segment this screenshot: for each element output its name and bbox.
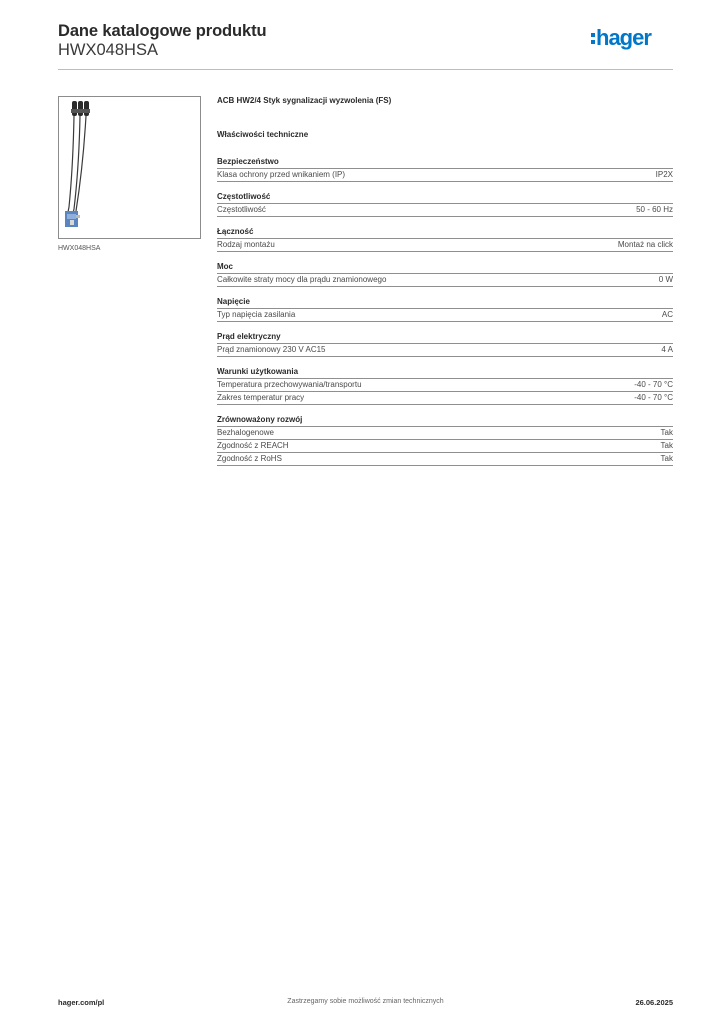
spec-row: Typ napięcia zasilania AC bbox=[217, 308, 673, 322]
page-footer: hager.com/pl Zastrzegamy sobie możliwość… bbox=[58, 998, 673, 1010]
spec-value: IP2X bbox=[655, 170, 673, 179]
spec-label: Częstotliwość bbox=[217, 205, 266, 214]
spec-label: Zakres temperatur pracy bbox=[217, 393, 305, 402]
properties-title: Właściwości techniczne bbox=[217, 130, 309, 139]
website-link[interactable]: hager.com/pl bbox=[58, 998, 105, 1007]
spec-label: Całkowite straty mocy dla prądu znamiono… bbox=[217, 275, 387, 284]
spec-label: Zgodność z RoHS bbox=[217, 454, 282, 463]
spec-row: Zgodność z RoHS Tak bbox=[217, 452, 673, 466]
section-title: Warunki użytkowania bbox=[217, 367, 299, 376]
spec-section: Łączność Rodzaj montażu Montaż na click bbox=[217, 226, 673, 252]
spec-label: Klasa ochrony przed wnikaniem (IP) bbox=[217, 170, 346, 179]
spec-value: Tak bbox=[660, 454, 673, 463]
product-description: ACB HW2/4 Styk sygnalizacji wyzwolenia (… bbox=[217, 96, 392, 105]
section-title: Napięcie bbox=[217, 297, 250, 306]
spec-section: Częstotliwość Częstotliwość 50 - 60 Hz bbox=[217, 191, 673, 217]
page-header: Dane katalogowe produktu HWX048HSA hager bbox=[58, 22, 673, 70]
spec-label: Bezhalogenowe bbox=[217, 428, 274, 437]
section-title: Łączność bbox=[217, 227, 254, 236]
spec-section: Prąd elektryczny Prąd znamionowy 230 V A… bbox=[217, 331, 673, 357]
spec-content: ACB HW2/4 Styk sygnalizacji wyzwolenia (… bbox=[217, 96, 673, 475]
spec-row: Temperatura przechowywania/transportu -4… bbox=[217, 378, 673, 391]
spec-section: Bezpieczeństwo Klasa ochrony przed wnika… bbox=[217, 156, 673, 182]
spec-value: -40 - 70 °C bbox=[634, 393, 673, 402]
spec-row: Prąd znamionowy 230 V AC15 4 A bbox=[217, 343, 673, 357]
spec-label: Temperatura przechowywania/transportu bbox=[217, 380, 362, 389]
spec-label: Zgodność z REACH bbox=[217, 441, 289, 450]
spec-value: AC bbox=[661, 310, 673, 319]
section-title: Zrównoważony rozwój bbox=[217, 415, 303, 424]
image-caption: HWX048HSA bbox=[58, 245, 101, 252]
spec-value: 0 W bbox=[658, 275, 673, 284]
spec-row: Bezhalogenowe Tak bbox=[217, 426, 673, 439]
document-title: Dane katalogowe produktu bbox=[58, 22, 267, 40]
spec-label: Rodzaj montażu bbox=[217, 240, 275, 249]
section-title: Prąd elektryczny bbox=[217, 332, 281, 341]
spec-value: -40 - 70 °C bbox=[634, 380, 673, 389]
spec-section: Napięcie Typ napięcia zasilania AC bbox=[217, 296, 673, 322]
terminal-connectors bbox=[71, 101, 90, 116]
footer-date: 26.06.2025 bbox=[635, 998, 673, 1007]
footer-notice: Zastrzegamy sobie możliwość zmian techni… bbox=[287, 998, 444, 1005]
product-image-frame bbox=[58, 96, 201, 239]
product-image bbox=[65, 101, 90, 227]
logo-text: hager bbox=[596, 25, 652, 50]
spec-section: Warunki użytkowania Temperatura przechow… bbox=[217, 366, 673, 405]
spec-label: Prąd znamionowy 230 V AC15 bbox=[217, 345, 326, 354]
spec-section: Moc Całkowite straty mocy dla prądu znam… bbox=[217, 261, 673, 287]
spec-row: Rodzaj montażu Montaż na click bbox=[217, 238, 673, 252]
spec-row: Zgodność z REACH Tak bbox=[217, 439, 673, 452]
section-title: Moc bbox=[217, 262, 233, 271]
section-title: Częstotliwość bbox=[217, 192, 271, 201]
spec-label: Typ napięcia zasilania bbox=[217, 310, 296, 319]
section-title: Bezpieczeństwo bbox=[217, 157, 279, 166]
spec-value: 50 - 60 Hz bbox=[636, 205, 673, 214]
spec-row: Klasa ochrony przed wnikaniem (IP) IP2X bbox=[217, 168, 673, 182]
spec-row: Całkowite straty mocy dla prądu znamiono… bbox=[217, 273, 673, 287]
spec-row: Częstotliwość 50 - 60 Hz bbox=[217, 203, 673, 217]
spec-row: Zakres temperatur pracy -40 - 70 °C bbox=[217, 391, 673, 405]
switch-block bbox=[65, 211, 80, 227]
header-divider bbox=[58, 69, 673, 70]
hager-logo: hager bbox=[591, 25, 653, 50]
spec-value: Tak bbox=[660, 441, 673, 450]
spec-value: Tak bbox=[660, 428, 673, 437]
spec-section: Zrównoważony rozwój Bezhalogenowe Tak Zg… bbox=[217, 414, 673, 466]
spec-value: 4 A bbox=[661, 345, 673, 354]
spec-value: Montaż na click bbox=[617, 240, 673, 249]
product-code: HWX048HSA bbox=[58, 41, 158, 59]
